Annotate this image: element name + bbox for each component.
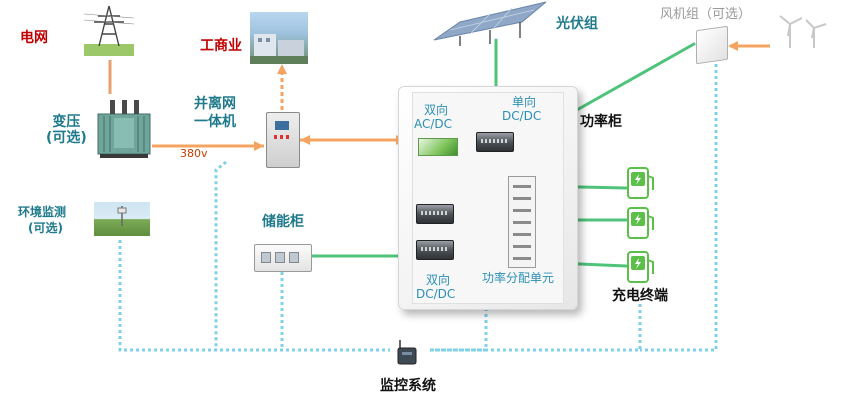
storage-cabinet-label: 储能柜: [262, 214, 304, 230]
wind-label: 风机组（可选）: [660, 7, 752, 22]
storage-cabinet-icon: [254, 244, 312, 272]
power-tower-icon: [84, 4, 134, 56]
bi-dcdc-label-2: DC/DC: [416, 287, 456, 301]
bi-dcdc-label-1: 双向: [426, 273, 451, 287]
wind-inverter-icon: [696, 25, 728, 65]
uni-dcdc-label-1: 单向: [512, 95, 537, 109]
bi-acdc-label-2: AC/DC: [414, 117, 453, 131]
commercial-label: 工商业: [200, 38, 242, 54]
charger-icon-2: [626, 206, 656, 240]
wind-turbine-icon: [776, 10, 830, 50]
bi-acdc-label-1: 双向: [424, 103, 449, 117]
uni-dcdc-module-icon: [476, 132, 514, 152]
transformer-icon: [96, 96, 152, 160]
on-off-grid-label-2: 一体机: [194, 114, 236, 130]
voltage-label: 380v: [180, 147, 208, 160]
env-monitor-label-1: 环境监测: [18, 205, 67, 219]
pv-label: 光伏组: [556, 16, 598, 32]
monitoring-label: 监控系统: [380, 378, 436, 394]
power-cabinet-inner: [412, 92, 564, 304]
env-monitor-label-2: (可选): [28, 221, 63, 235]
grid-label: 电网: [20, 30, 48, 46]
power-distribution-unit-icon: [508, 176, 536, 268]
monitoring-device-icon: [396, 340, 418, 366]
bi-dcdc-module-icon-2: [416, 240, 454, 260]
transformer-label: 变压 (可选): [46, 114, 87, 147]
communication-lines: [118, 64, 718, 352]
charger-icon-1: [626, 166, 656, 200]
on-off-grid-label-1: 并离网: [194, 96, 236, 112]
power-distribution-label: 功率分配单元: [482, 271, 555, 285]
commercial-building-image: [250, 12, 308, 64]
on-off-grid-unit-icon: [266, 112, 300, 168]
bi-acdc-module-icon: [418, 138, 458, 156]
power-cabinet-label: 功率柜: [580, 114, 622, 130]
uni-dcdc-label-2: DC/DC: [502, 109, 542, 123]
bi-dcdc-module-icon-1: [416, 204, 454, 224]
env-monitor-image: [94, 202, 150, 236]
charging-terminal-label: 充电终端: [612, 288, 668, 304]
solar-panel-icon: [430, 0, 550, 50]
charger-icon-3: [626, 250, 656, 284]
